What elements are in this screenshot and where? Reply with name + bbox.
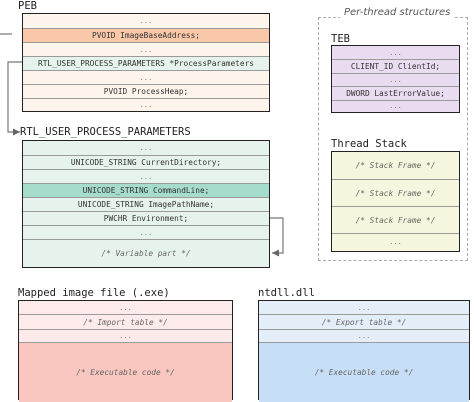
teb-row-dots: ... xyxy=(389,48,402,57)
params-box: ... UNICODE_STRING CurrentDirectory; ...… xyxy=(22,140,270,268)
peb-row-process-heap: PVOID ProcessHeap; xyxy=(23,84,269,98)
teb-row-client-id: CLIENT_ID ClientId; xyxy=(332,59,459,73)
params-row-command-line: UNICODE_STRING CommandLine; xyxy=(23,183,269,197)
peb-row-dots: ... xyxy=(23,98,269,110)
ntdll-row-dots: ... xyxy=(259,329,469,342)
stack-frame: /* Stack Frame */ xyxy=(332,179,459,206)
params-row-dots: ... xyxy=(23,225,269,239)
peb-row-dots: ... xyxy=(23,70,269,84)
stack-frame: /* Stack Frame */ xyxy=(355,161,436,170)
process-parameters-arrow xyxy=(7,61,22,136)
peb-title: PEB xyxy=(18,0,37,12)
stack-row-dots: ... xyxy=(332,233,459,250)
params-row-dots: ... xyxy=(139,144,153,152)
params-row-environment: PWCHR Environment; xyxy=(23,211,269,225)
teb-box: ... CLIENT_ID ClientId; ... DWORD LastEr… xyxy=(331,45,460,113)
ntdll-row-executable-code: /* Executable code */ xyxy=(259,342,469,402)
params-title: RTL_USER_PROCESS_PARAMETERS xyxy=(20,126,191,138)
ntdll-title: ntdll.dll xyxy=(258,287,315,299)
teb-row-dots: ... xyxy=(332,100,459,111)
image-box: ... /* Import table */ ... /* Executable… xyxy=(18,300,233,402)
peb-box: ... PVOID ImageBaseAddress; ... RTL_USER… xyxy=(22,13,270,112)
params-row-variable-part: /* Variable part */ xyxy=(23,239,269,266)
params-row-image-path-name: UNICODE_STRING ImagePathName; xyxy=(23,197,269,211)
peb-row-process-parameters: RTL_USER_PROCESS_PARAMETERS *ProcessPara… xyxy=(23,56,269,70)
stack-frame: /* Stack Frame */ xyxy=(332,206,459,233)
ntdll-row-dots: ... xyxy=(357,303,371,312)
peb-row-image-base-address: PVOID ImageBaseAddress; xyxy=(23,28,269,42)
ntdll-row-export-table: /* Export table */ xyxy=(259,314,469,329)
teb-row-last-error-value: DWORD LastErrorValue; xyxy=(332,86,459,100)
ntdll-box: ... /* Export table */ ... /* Executable… xyxy=(258,300,470,402)
image-row-executable-code: /* Executable code */ xyxy=(19,342,232,402)
image-row-dots: ... xyxy=(19,329,232,342)
params-row-current-directory: UNICODE_STRING CurrentDirectory; xyxy=(23,155,269,169)
per-thread-label: Per-thread structures xyxy=(340,7,455,18)
thread-stack-box: /* Stack Frame */ /* Stack Frame */ /* S… xyxy=(331,151,460,252)
peb-row-dots: ... xyxy=(23,42,269,56)
params-row-dots: ... xyxy=(23,169,269,183)
peb-row-dots: ... xyxy=(139,17,153,25)
thread-stack-title: Thread Stack xyxy=(331,138,407,150)
image-row-dots: ... xyxy=(119,303,132,312)
image-row-import-table: /* Import table */ xyxy=(19,314,232,329)
teb-row-dots: ... xyxy=(332,73,459,86)
teb-title: TEB xyxy=(331,33,350,45)
environment-arrow xyxy=(270,217,284,257)
image-title: Mapped image file (.exe) xyxy=(18,287,170,299)
